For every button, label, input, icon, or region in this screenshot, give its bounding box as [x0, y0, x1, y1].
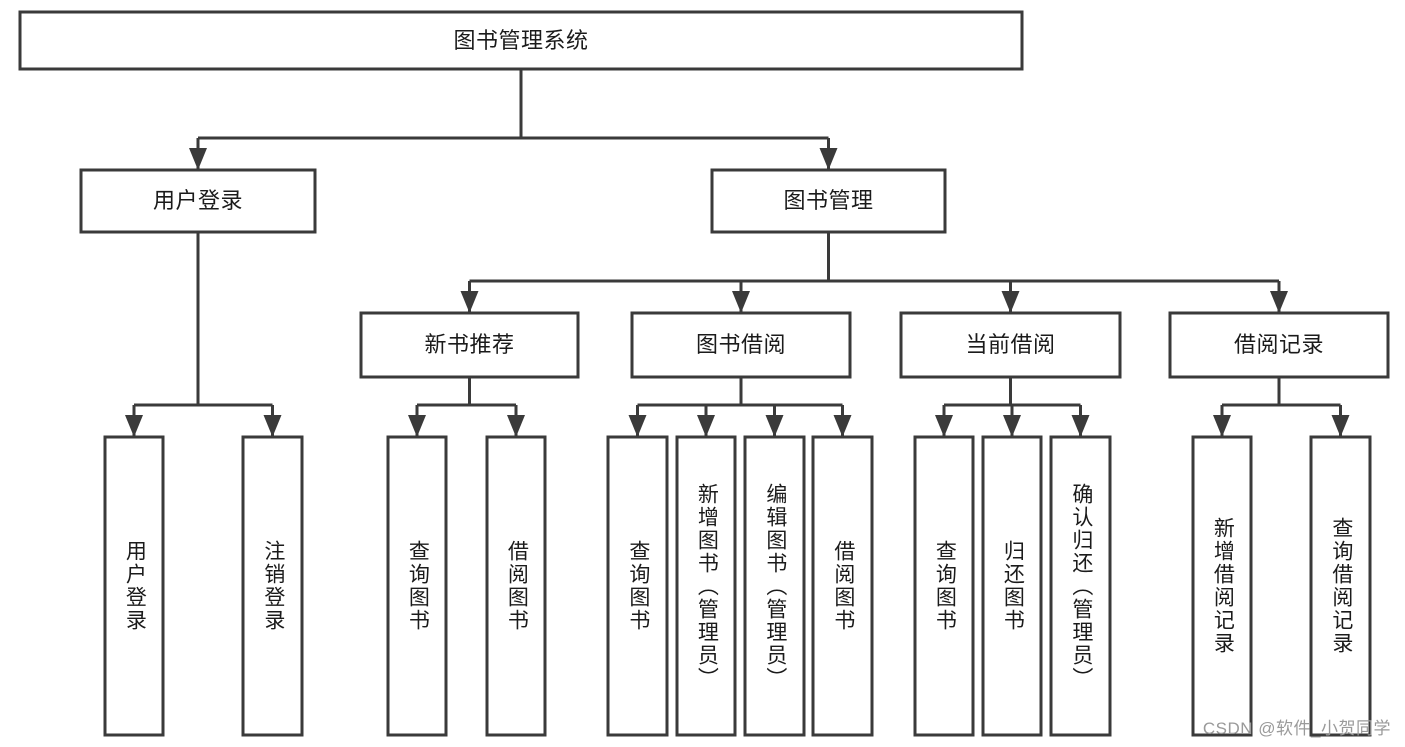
node-box-leaf-user-logout: [241, 435, 304, 737]
node-box-leaf-cur-confirm: [1049, 435, 1112, 737]
node-box-leaf-cur-query: [913, 435, 975, 737]
arrow-head-icon-book-borrow: [732, 291, 750, 313]
node-box-leaf-rec-borrow: [485, 435, 547, 737]
arrow-head-icon-leaf-brw-borrow: [833, 415, 852, 437]
arrow-head-icon-leaf-rcd-query: [1331, 415, 1350, 437]
node-box-leaf-brw-borrow: [811, 435, 874, 737]
arrow-head-icon-leaf-cur-return: [1003, 415, 1021, 437]
node-box-root: [18, 10, 1024, 71]
arrow-head-icon-borrow-record: [1270, 291, 1288, 313]
node-box-leaf-rec-query: [386, 435, 448, 737]
arrow-head-icon-current-borrow: [1001, 291, 1020, 313]
arrow-head-icon-new-book-rec: [460, 291, 479, 313]
arrow-head-icon-book-manage: [819, 148, 838, 170]
arrow-head-icon-leaf-rcd-add: [1213, 415, 1231, 437]
node-box-leaf-rcd-query: [1309, 435, 1372, 737]
arrow-head-icon-leaf-rec-borrow: [507, 415, 525, 437]
node-box-leaf-brw-query: [606, 435, 669, 737]
arrow-head-icon-leaf-user-login: [125, 415, 143, 437]
arrow-head-icon-leaf-brw-query: [628, 415, 647, 437]
arrow-head-icon-leaf-brw-add: [697, 415, 715, 437]
watermark-text: CSDN @软件_小贺同学: [1202, 719, 1391, 738]
node-box-leaf-cur-return: [981, 435, 1043, 737]
arrow-head-icon-leaf-brw-edit: [765, 415, 784, 437]
node-box-borrow-record: [1168, 311, 1390, 379]
node-box-user-login: [79, 168, 317, 234]
node-box-book-borrow: [630, 311, 852, 379]
node-box-leaf-rcd-add: [1191, 435, 1253, 737]
arrow-head-icon-leaf-cur-query: [935, 415, 953, 437]
node-box-book-manage: [710, 168, 947, 234]
node-box-current-borrow: [899, 311, 1122, 379]
boxes-layer: [18, 10, 1390, 737]
node-box-new-book-rec: [359, 311, 580, 379]
node-box-leaf-user-login: [103, 435, 165, 737]
node-box-leaf-brw-edit: [743, 435, 806, 737]
arrow-head-icon-leaf-rec-query: [408, 415, 426, 437]
edges-layer: [125, 69, 1350, 437]
arrow-head-icon-leaf-cur-confirm: [1071, 415, 1090, 437]
node-box-leaf-brw-add: [675, 435, 737, 737]
arrow-head-icon-user-login: [189, 148, 207, 170]
arrow-head-icon-leaf-user-logout: [263, 415, 282, 437]
